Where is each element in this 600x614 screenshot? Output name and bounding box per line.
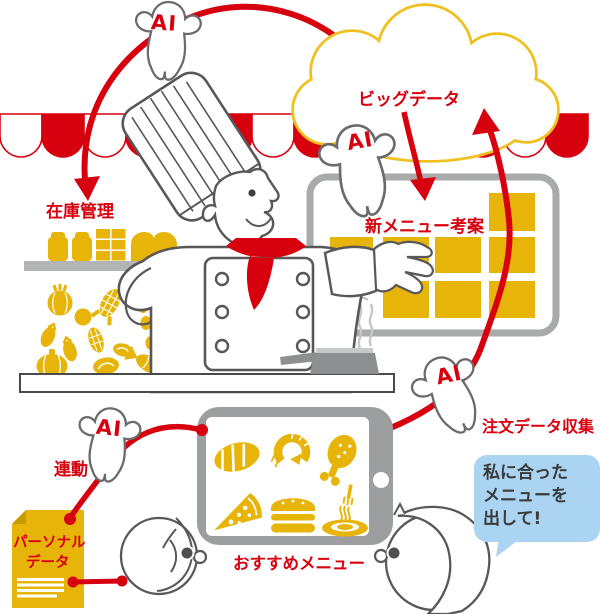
eye-icon	[179, 545, 195, 561]
customer-right-head	[373, 501, 491, 614]
chef-eye-icon	[248, 189, 256, 197]
frying-pan-icon	[280, 348, 379, 374]
ear-icon	[373, 548, 389, 564]
document-text-lines	[17, 578, 64, 598]
label-big-data: ビッグデータ	[358, 90, 460, 110]
speech-bubble	[474, 455, 600, 557]
eye-icon	[386, 545, 402, 561]
pizza-icon	[214, 492, 262, 531]
ai-label-2: AI	[345, 126, 375, 156]
hair-icon	[397, 505, 491, 614]
hair-swirl	[156, 517, 193, 592]
tablet-device	[197, 407, 393, 545]
burger-icon	[271, 498, 315, 533]
big-data-cloud-icon	[291, 3, 560, 163]
label-recommended-menu: おすすめメニュー	[233, 554, 365, 573]
speech-bubble-tail	[496, 538, 521, 557]
customer-left-head	[119, 516, 208, 596]
speech-line-3: 出して!	[483, 509, 542, 529]
chef-hand-icon	[372, 240, 434, 295]
jacket-buttons	[214, 271, 311, 354]
label-order-collection: 注文データ収集	[482, 417, 595, 436]
kitchen-counter	[19, 373, 395, 393]
pantry-shelf	[24, 261, 178, 271]
speech-line-1: 私に合った	[483, 463, 568, 483]
label-personal-data-1: パーソナル	[13, 535, 86, 551]
ai-label-1: AI	[150, 10, 178, 36]
speech-line-2: メニューを	[483, 486, 568, 506]
chef-face	[201, 167, 280, 247]
arrow-cloud-to-menu-board	[401, 111, 436, 201]
document-fold	[12, 510, 26, 524]
drumstick-icon	[319, 434, 357, 486]
label-new-menu: 新メニュー考案	[365, 217, 484, 237]
speech-bubble-text: 私に合った メニューを 出して!	[483, 462, 568, 531]
chef-smile	[245, 217, 272, 227]
noodles-icon	[322, 484, 368, 537]
personal-data-document-icon	[12, 510, 84, 608]
label-inventory: 在庫管理	[46, 202, 114, 222]
ai-label-3: AI	[94, 414, 124, 442]
home-button	[373, 472, 389, 488]
chef-arm	[323, 240, 434, 298]
label-linkage: 連動	[54, 460, 88, 480]
ear-icon	[192, 549, 208, 565]
chef-scarf-icon	[226, 238, 306, 310]
pantry-items-top	[48, 229, 177, 261]
label-personal-data-2: データ	[26, 555, 70, 571]
connector-document-to-customer	[67, 575, 128, 588]
steak-icon	[214, 442, 260, 473]
